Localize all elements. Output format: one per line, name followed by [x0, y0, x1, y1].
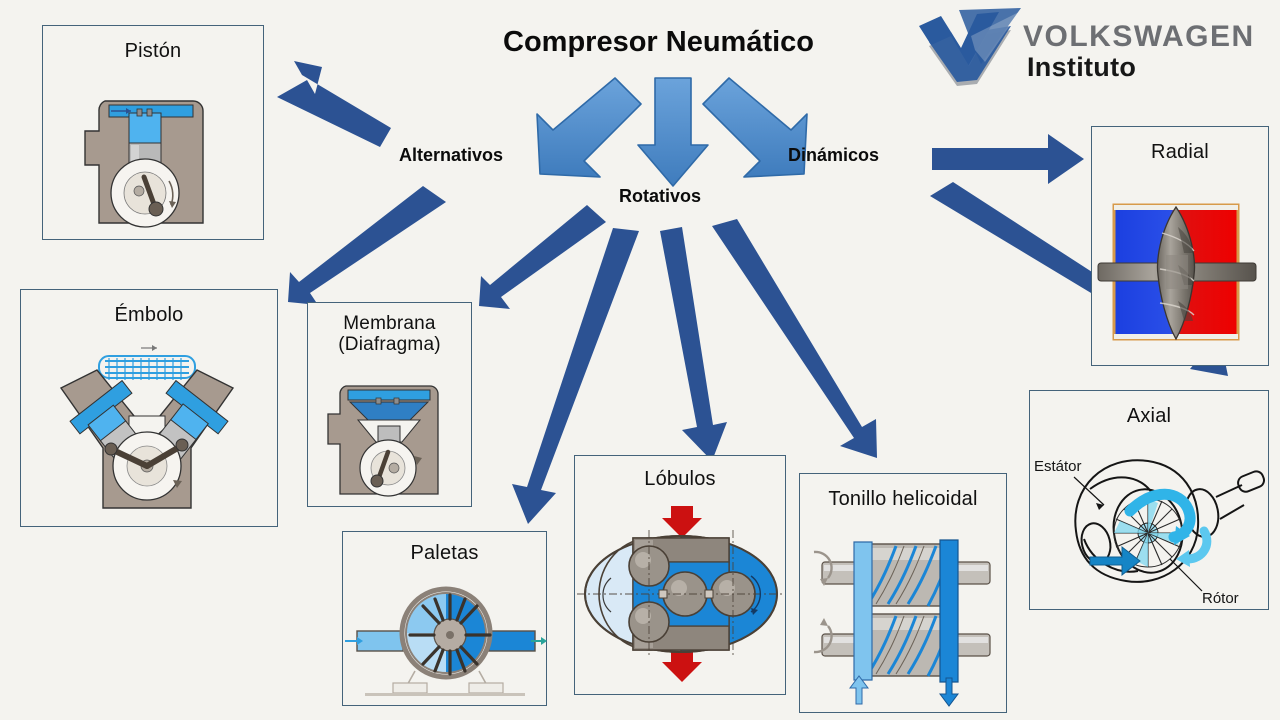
box-lobulos[interactable]: Lóbulos	[574, 455, 786, 695]
arrow-dinamicos-to-radial	[932, 134, 1084, 184]
axial-rotor-callout-label: Rótor	[1202, 590, 1239, 607]
arrow-rotativos-to-membrana	[479, 205, 606, 309]
flow-arrow-intake-icon	[849, 675, 869, 705]
arrow-rotativos-to-lobulos	[660, 227, 727, 461]
axial-turbine-figure: Estátor Rótor	[1034, 458, 1265, 607]
box-embolo-label: Émbolo	[114, 304, 184, 326]
box-piston-label: Pistón	[124, 40, 182, 62]
flow-arrow-in-icon	[662, 506, 702, 538]
box-lobulos-label: Lóbulos	[644, 468, 716, 490]
arrow-title-to-rotativos	[637, 77, 709, 187]
node-alternativos[interactable]: Alternativos	[399, 145, 504, 165]
box-membrana-label: Membrana (Diafragma)	[338, 313, 441, 356]
roots-lobe-compressor-figure	[577, 506, 785, 682]
piston-compressor-figure	[84, 100, 204, 228]
arrow-alternativos-to-embolo	[288, 186, 446, 305]
logo-wordmark: VOLKSWAGEN	[1023, 20, 1255, 53]
box-tornillo-label: Tonillo helicoidal	[828, 488, 978, 510]
flow-arrow-out-icon	[662, 650, 702, 682]
arrow-title-to-alternativos	[536, 77, 642, 178]
diaphragm-compressor-figure	[327, 385, 439, 497]
box-radial-label: Radial	[1151, 141, 1209, 163]
box-paletas-label: Paletas	[410, 542, 479, 564]
node-dinamicos[interactable]: Dinámicos	[788, 145, 880, 165]
v-twin-piston-compressor-figure	[59, 345, 235, 509]
box-axial[interactable]: Axial	[1029, 390, 1269, 610]
box-embolo[interactable]: Émbolo	[20, 289, 278, 527]
vw-wave-mark-icon	[919, 8, 1021, 86]
box-tornillo[interactable]: Tonillo helicoidal	[799, 473, 1007, 713]
twin-screw-compressor-figure	[813, 539, 991, 707]
box-radial[interactable]: Radial	[1091, 126, 1269, 366]
radial-impeller-figure	[1097, 203, 1257, 341]
node-rotativos[interactable]: Rotativos	[619, 186, 702, 206]
box-axial-label: Axial	[1126, 405, 1172, 427]
rotary-vane-compressor-figure	[345, 586, 547, 696]
axial-stator-callout-label: Estátor	[1034, 458, 1082, 475]
box-paletas[interactable]: Paletas	[342, 531, 547, 706]
arrow-alternativos-to-piston	[277, 61, 391, 147]
logo-subtitle: Instituto	[1027, 52, 1137, 82]
page-title: Compresor Neumático	[503, 26, 815, 58]
arrow-rotativos-to-tornillo	[712, 219, 877, 458]
box-membrana[interactable]: Membrana (Diafragma)	[307, 302, 472, 507]
flow-arrow-discharge-icon	[939, 677, 959, 707]
volkswagen-instituto-logo: VOLKSWAGEN Instituto	[915, 6, 1275, 88]
box-piston[interactable]: Pistón	[42, 25, 264, 240]
